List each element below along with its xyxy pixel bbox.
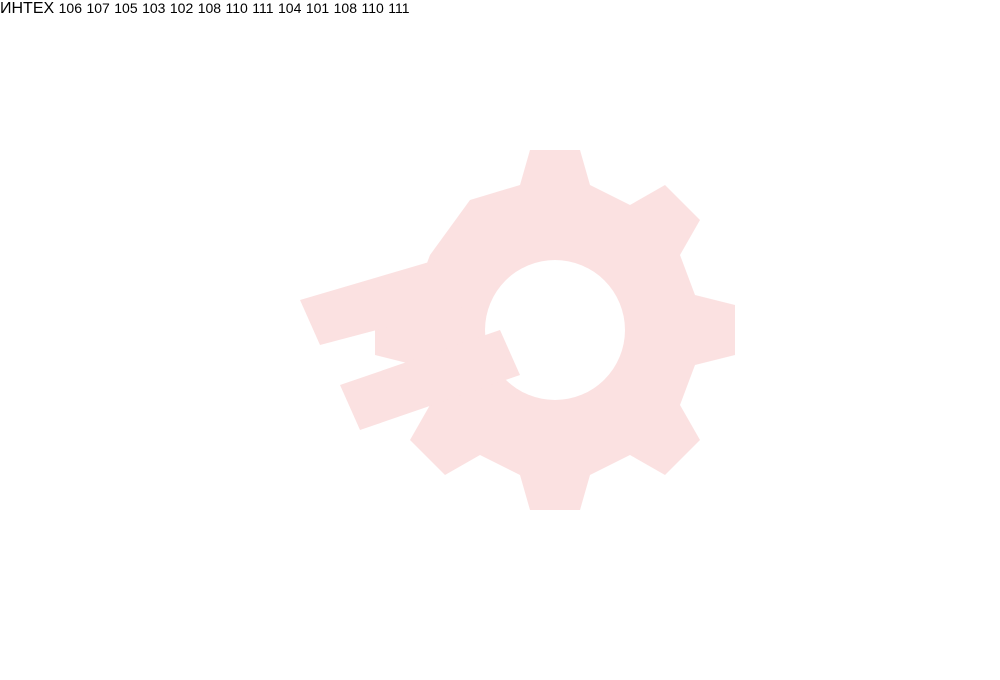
callout-111-upper: 111	[252, 0, 278, 17]
callout-label: 107	[86, 0, 110, 16]
callout-label: 105	[114, 0, 138, 16]
callout-110-upper: 110	[226, 0, 253, 17]
gear-watermark-icon	[300, 150, 735, 510]
callout-label: 101	[305, 0, 330, 16]
centerline-end: 106 107 105 103 102 108 110 111	[59, 0, 410, 17]
callout-label: 106	[58, 0, 82, 16]
callout-label: 110	[225, 0, 248, 16]
centerline-foot: 106 107 105 103 102 108 110 111	[59, 0, 410, 17]
callout-label: 111	[388, 0, 410, 16]
callout-102: 102	[170, 0, 198, 17]
callout-106: 106	[59, 0, 87, 17]
callout-104: 104	[278, 0, 306, 17]
callout-108-upper: 108	[198, 0, 226, 17]
callout-111-lower: 111	[388, 0, 409, 17]
callout-label: 104	[278, 0, 302, 16]
centerline-mid: 106 107 105 103 102 108 110 111	[59, 0, 410, 17]
callout-103: 103	[142, 0, 170, 17]
callout-110-lower: 110	[361, 0, 388, 17]
callout-label: 111	[252, 0, 274, 16]
callout-108-lower: 108	[334, 0, 362, 17]
callout-label: 108	[197, 0, 222, 16]
callout-105: 105	[114, 0, 142, 17]
callout-label: 103	[142, 0, 166, 16]
callout-label: 110	[361, 0, 384, 16]
callout-101: 101	[306, 0, 334, 17]
callout-label: 108	[333, 0, 357, 16]
callout-label: 102	[169, 0, 194, 16]
callout-107: 107	[86, 0, 114, 17]
watermark-text: ИНТЕХ	[0, 0, 55, 17]
